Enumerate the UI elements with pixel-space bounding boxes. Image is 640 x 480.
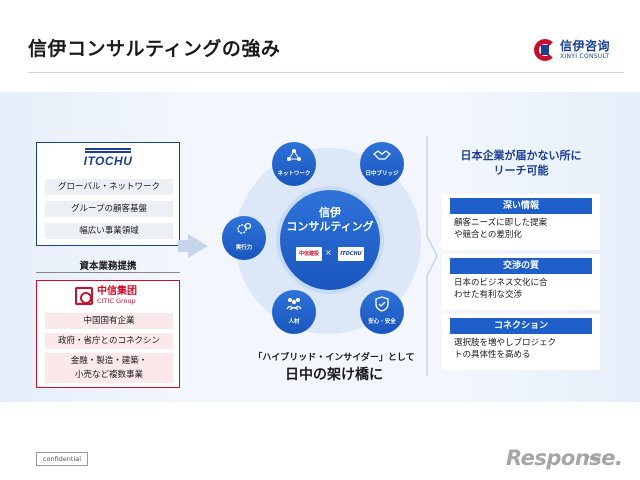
tagline-main: 日中の架け橋に [285,367,383,383]
benefit-tag: 交渉の質 [450,258,592,274]
logo-cn-text: 信伊咨询 [560,39,611,53]
node-label: 日中ブリッジ [365,171,399,177]
center-circle: 信伊コンサルティング 中信建投 × ITOCHU [280,190,380,290]
shield-check-icon [360,296,404,315]
tagline: 「ハイブリッド・インサイダー」として [253,353,415,363]
benefit-card: コネクション 選択肢を増やしプロジェクトの具体性を高める [442,314,600,370]
benefit-tag: 深い情報 [450,198,592,214]
itochu-mini-logo: ITOCHU [338,247,364,261]
citic-box: 中信集团 CITIC Group 中国国有企業 政府・省庁とのコネクシン 金融・… [36,280,180,388]
arrow-body [178,240,190,252]
benefit-card: 深い情報 顧客ニーズに即した提案や競合との差別化 [442,194,600,250]
bracket-chevron [426,136,438,376]
node-talent: 人材 [272,290,316,334]
citic-row: 金融・製造・建築・小売など複数事業 [45,353,173,383]
partnership-label: 資本業務提携 [79,261,137,272]
network-icon [272,148,316,165]
logo-en-text: XINYI CONSULT [560,53,610,60]
node-execution: 実行力 [222,216,266,260]
benefit-text: 選択肢を増やしプロジェクトの具体性を高める [454,338,557,361]
benefit-text: 日本のビジネス文化に合わせた有利な交渉 [454,278,548,301]
title-divider [28,72,624,73]
node-security: 安心・安全 [360,290,404,334]
right-heading: 日本企業が届かない所にリーチ可能 [460,149,582,178]
right-arrow-icon [188,234,208,258]
citic-logo: 中信集团 CITIC Group [75,287,137,305]
xinyi-logo-mark [534,39,556,61]
center-title: 信伊コンサルティング [286,206,374,233]
node-label: 人材 [288,319,300,325]
xinyi-logo: 信伊咨询 XINYI CONSULT [534,33,624,67]
handshake-icon [360,148,404,165]
benefit-tag: コネクション [450,318,592,334]
gears-icon [222,222,266,239]
benefit-text: 顧客ニーズに即した提案や競合との差別化 [454,218,548,241]
partnership-underline [36,272,180,273]
confidential-label: confidential [36,452,88,466]
page-number: Page 1 [586,455,607,462]
node-network: ネットワーク [272,142,316,186]
citic-row: 中国国有企業 [45,313,173,329]
citic-row: 政府・省庁とのコネクシン [45,333,173,349]
cross-symbol: × [325,248,332,257]
citic-mark-icon [75,287,93,305]
response-watermark: Response. [506,446,623,470]
node-bridge: 日中ブリッジ [360,142,404,186]
itochu-logo: ITOCHU [37,147,179,168]
node-label: ネットワーク [277,171,311,177]
citic-securities-mini-logo: 中信建投 [296,247,322,261]
page-title: 信伊コンサルティングの強み [28,38,281,60]
itochu-box: ITOCHU グローバル・ネットワーク グループの顧客基盤 幅広い事業領域 [36,142,180,246]
node-label: 安心・安全 [368,319,396,325]
node-label: 実行力 [235,245,253,251]
itochu-row: 幅広い事業領域 [45,223,173,239]
itochu-row: グループの顧客基盤 [45,201,173,217]
itochu-row: グローバル・ネットワーク [45,179,173,195]
benefit-card: 交渉の質 日本のビジネス文化に合わせた有利な交渉 [442,254,600,310]
people-icon [272,296,316,313]
